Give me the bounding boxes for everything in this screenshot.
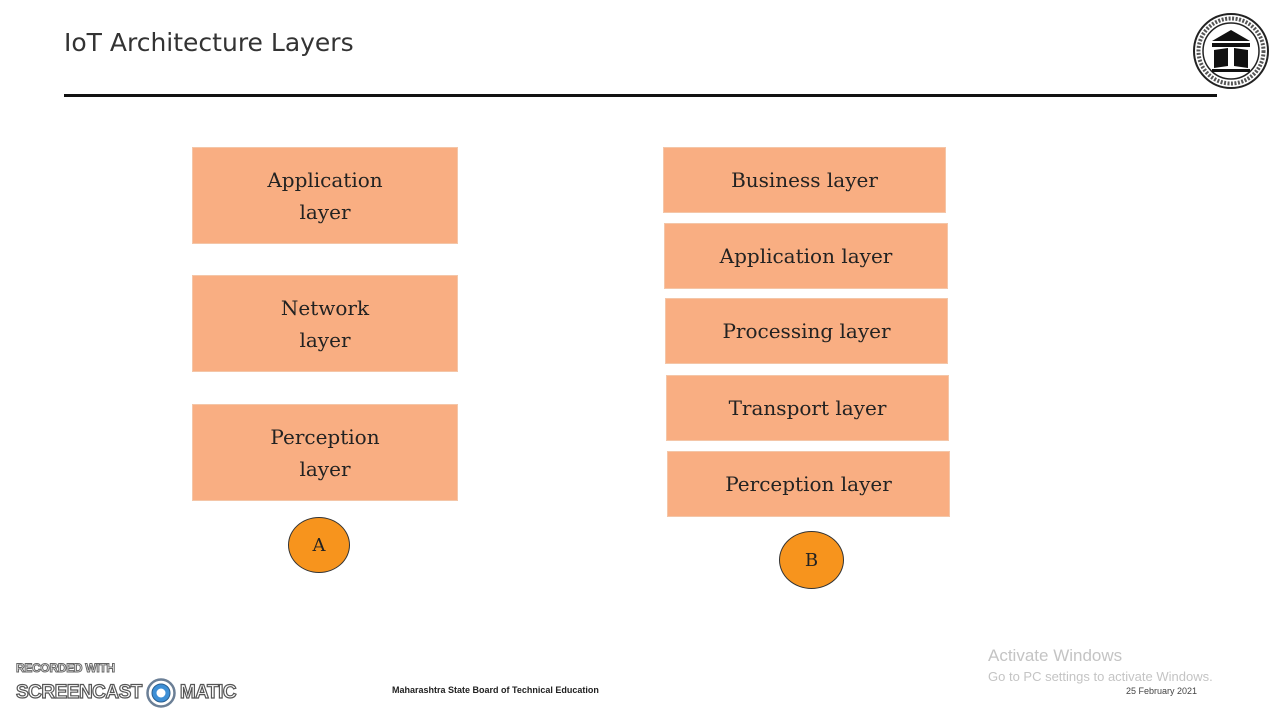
layer-label-line2: layer [299, 327, 351, 352]
recorder-brand-right: MATIC [179, 681, 237, 703]
layer-label-line1: Perception [270, 424, 380, 449]
recorder-brand-left: SCREENCAST [15, 681, 143, 703]
footer-organization: Maharashtra State Board of Technical Edu… [392, 685, 599, 695]
layer-label-line1: Network [280, 295, 370, 320]
msbte-seal-icon [1193, 13, 1269, 89]
layer-box-processing-b: Processing layer [665, 298, 948, 364]
slide-title: IoT Architecture Layers [64, 28, 354, 57]
layer-box-perception-b: Perception layer [667, 451, 950, 517]
layer-box-network-a: Network layer [192, 275, 458, 372]
activate-windows-subtitle: Go to PC settings to activate Windows. [988, 669, 1213, 684]
footer-date: 25 February 2021 [1126, 686, 1198, 696]
layer-box-business-b: Business layer [663, 147, 946, 213]
layer-box-application-a: Application layer [192, 147, 458, 244]
layer-box-transport-b: Transport layer [666, 375, 949, 441]
activate-windows-title: Activate Windows [988, 646, 1123, 665]
recorder-brand: SCREENCAST MATIC [15, 678, 237, 708]
layer-label-line2: layer [299, 456, 351, 481]
diagram-label-b: B [779, 531, 844, 589]
recorder-caption: RECORDED WITH [16, 661, 116, 676]
title-divider [64, 94, 1217, 97]
diagram-label-a: A [288, 517, 350, 573]
layer-label-line1: Application [267, 167, 383, 192]
layer-box-perception-a: Perception layer [192, 404, 458, 501]
layer-label-line2: layer [299, 199, 351, 224]
layer-box-application-b: Application layer [664, 223, 948, 289]
screencast-o-matic-icon [146, 678, 176, 708]
